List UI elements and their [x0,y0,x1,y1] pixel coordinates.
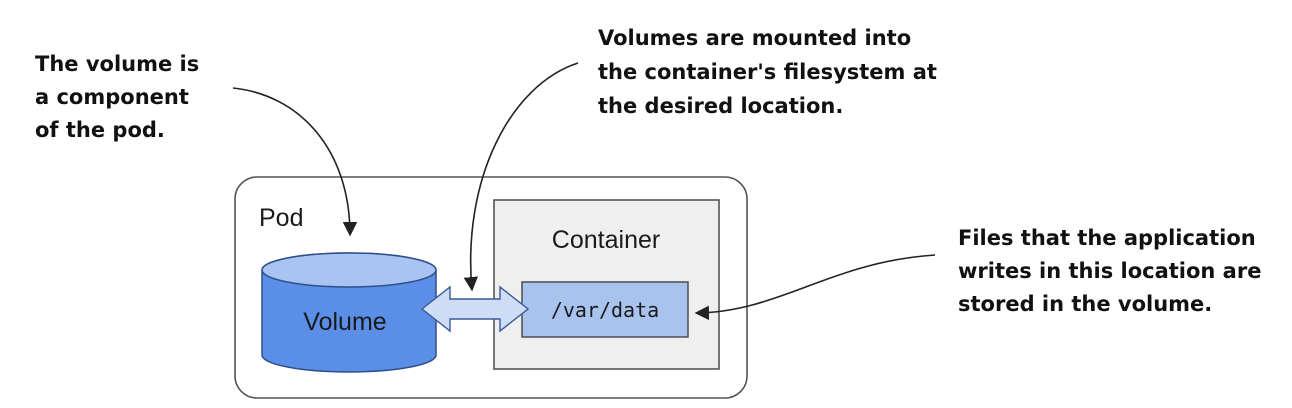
callout-volume-component: The volume is a component of the pod. [35,52,207,142]
mount-path-box [521,281,689,338]
mount-double-arrow [420,285,530,333]
leader-arrow-files [694,254,936,321]
leader-arrow-volume [232,87,358,237]
leader-arrow-mount [463,62,579,292]
callout-files-note: Files that the application writes in thi… [958,226,1269,316]
callout-mount-note: Volumes are mounted into the container's… [598,26,944,118]
pod-label: Pod [259,204,303,232]
volume-cylinder [261,252,437,373]
volume-label: Volume [303,308,386,336]
container-label: Container [552,226,660,254]
mount-path-label: /var/data [551,298,659,322]
